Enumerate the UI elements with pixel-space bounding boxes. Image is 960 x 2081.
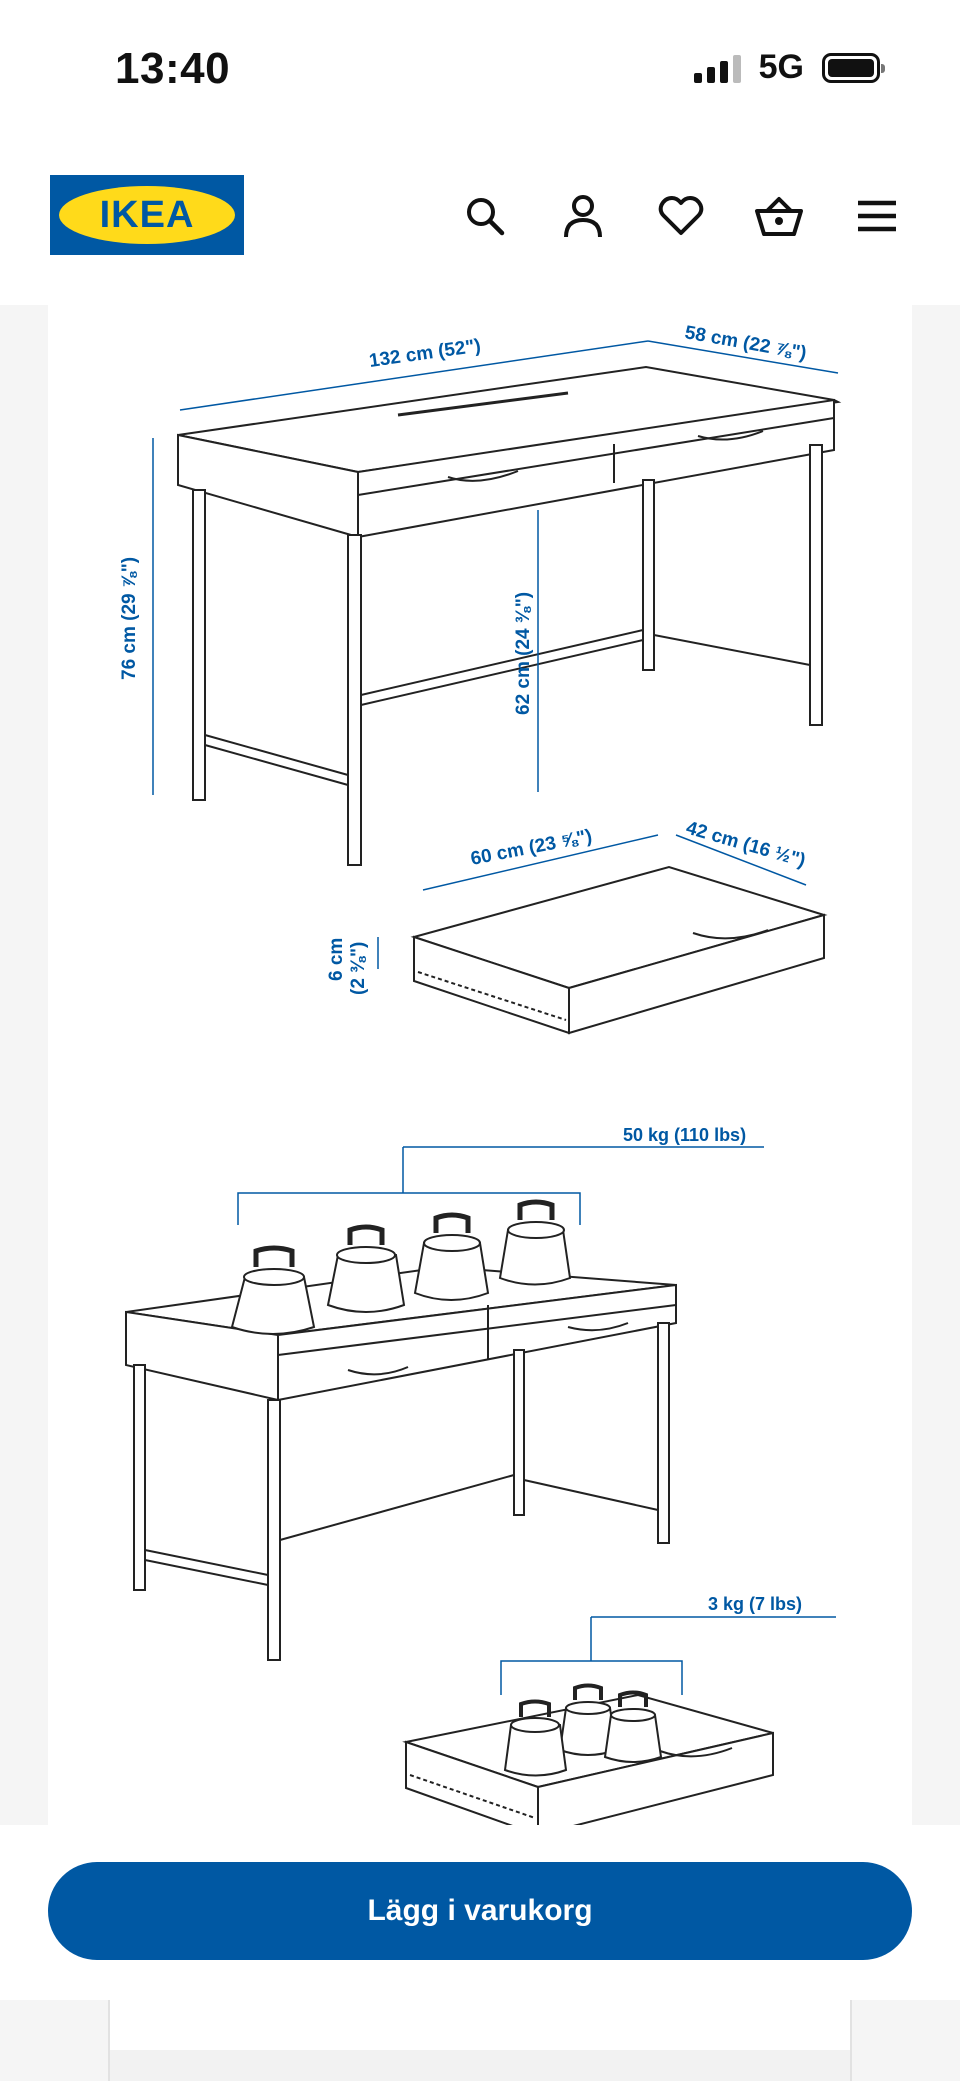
dim-drawer-height-cm: 6 cm <box>326 938 347 981</box>
status-time: 13:40 <box>115 44 231 93</box>
dim-drawer-width: 60 cm (23 ⅝") <box>469 826 594 870</box>
desk-load-drawing <box>125 1265 677 1661</box>
next-section-card-inner <box>110 2050 850 2081</box>
dim-leg-clearance: 62 cm (24 ⅜") <box>513 592 534 715</box>
status-indicators: 5G <box>693 48 885 87</box>
drawer-load-lines <box>500 1616 836 1695</box>
dim-desk-width: 132 cm (52") <box>368 335 482 371</box>
cta-area: Lägg i varukorg <box>0 1825 960 2000</box>
desk-weights <box>230 1199 572 1335</box>
header-icons <box>457 188 905 244</box>
product-drawings: 132 cm (52") 58 cm (22 ⅞") 76 cm (29 ⅞")… <box>119 322 842 1825</box>
bottom-strip <box>0 2000 960 2081</box>
status-bar: 13:40 5G <box>0 0 960 140</box>
load-drawer-label: 3 kg (7 lbs) <box>708 1594 802 1614</box>
basket-icon[interactable] <box>751 188 807 244</box>
logo-oval: IKEA <box>59 186 235 244</box>
gallery-gutter-right <box>912 305 960 1825</box>
drawer-dimension-drawing <box>410 865 828 1035</box>
battery-icon <box>822 52 885 83</box>
drawer-weights <box>503 1683 663 1777</box>
site-header: IKEA <box>0 150 960 300</box>
gallery-gutter-left <box>0 305 48 1825</box>
desk-dimension-drawing <box>177 365 842 866</box>
add-to-cart-button[interactable]: Lägg i varukorg <box>48 1862 912 1960</box>
dim-drawer-height-in: (2 ⅜") <box>348 942 369 995</box>
signal-icon <box>693 53 741 83</box>
product-image-gallery[interactable]: 132 cm (52") 58 cm (22 ⅞") 76 cm (29 ⅞")… <box>48 305 912 1825</box>
ikea-logo[interactable]: IKEA <box>50 175 244 255</box>
dim-desk-height: 76 cm (29 ⅞") <box>119 557 140 680</box>
network-label: 5G <box>758 48 804 86</box>
search-icon[interactable] <box>457 188 513 244</box>
load-desk-label: 50 kg (110 lbs) <box>623 1125 746 1145</box>
account-icon[interactable] <box>555 188 611 244</box>
menu-icon[interactable] <box>849 188 905 244</box>
logo-text: IKEA <box>99 193 195 236</box>
heart-icon[interactable] <box>653 188 709 244</box>
desk-dimension-lines <box>152 340 839 969</box>
desk-load-lines <box>237 1146 764 1225</box>
next-section-card <box>108 2000 852 2081</box>
